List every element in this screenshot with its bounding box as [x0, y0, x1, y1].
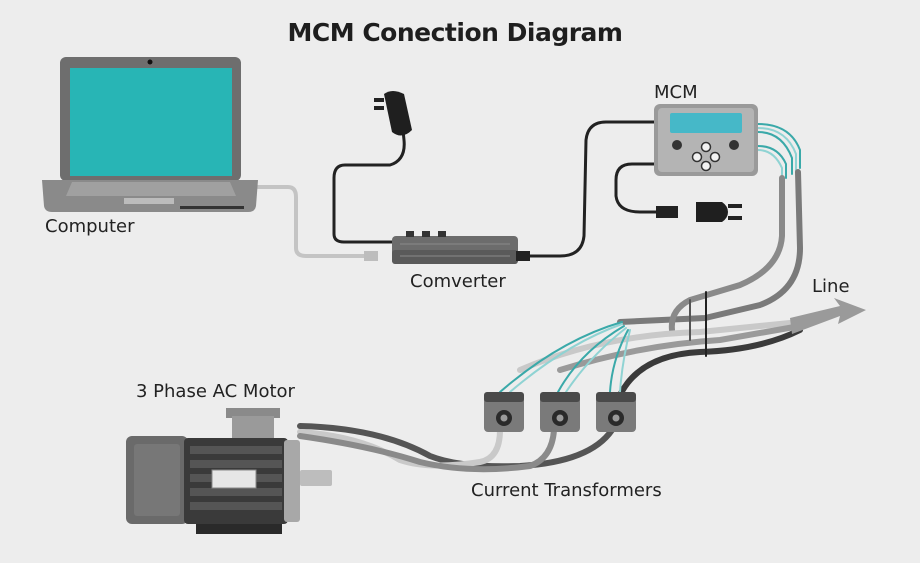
line-label: Line [812, 276, 850, 297]
line-arrow [790, 298, 866, 334]
power-plug [656, 202, 742, 222]
mcm-unit [654, 104, 758, 176]
line-cable-dark [617, 327, 803, 398]
data-cable [516, 120, 656, 258]
diagram-title: MCM Conection Diagram [287, 18, 623, 47]
converter-label: Comverter [410, 271, 506, 292]
power-cord [614, 162, 658, 214]
usb-cable [256, 185, 374, 258]
converter-device [364, 231, 530, 264]
mcm-cable-2 [668, 175, 785, 333]
motor-cable-light [297, 427, 503, 469]
mcm-cable-1 [617, 169, 804, 325]
computer-laptop [42, 57, 258, 212]
current-transformer-2 [540, 392, 580, 432]
motor-label: 3 Phase AC Motor [136, 381, 295, 402]
line-cable-mid [557, 323, 803, 373]
ac-motor [126, 408, 332, 534]
current-transformer-1 [484, 392, 524, 432]
mcm-label: MCM [654, 82, 698, 103]
current-transformers-label: Current Transformers [471, 480, 662, 501]
power-adapter [374, 91, 412, 136]
motor-cable-mid [297, 427, 557, 473]
current-transformer-3 [596, 392, 636, 432]
cables [256, 118, 804, 473]
computer-label: Computer [45, 216, 135, 237]
adapter-cable [332, 118, 406, 244]
